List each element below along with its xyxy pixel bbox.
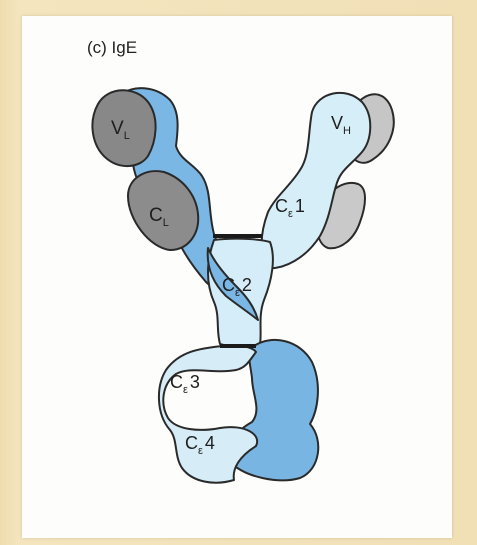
left-light-chain-vl — [92, 90, 155, 166]
right-fab-heavy-chain — [262, 93, 371, 268]
